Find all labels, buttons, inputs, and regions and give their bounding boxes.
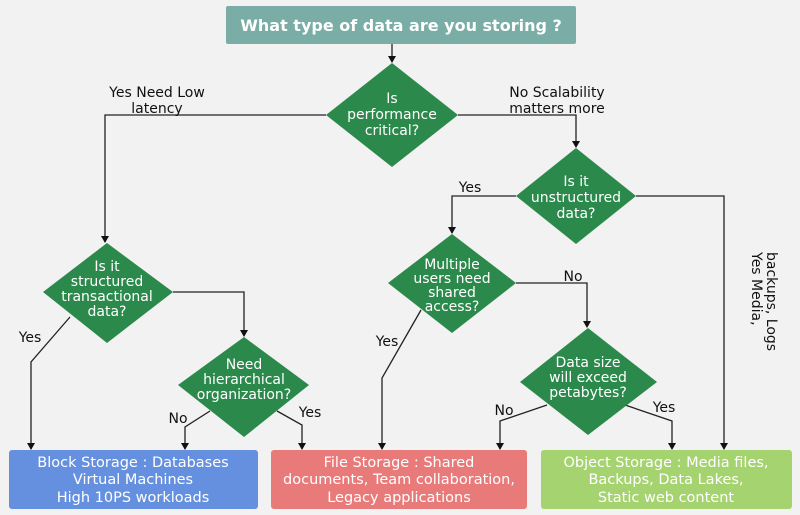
svg-text:No: No — [494, 403, 513, 419]
edge-hier-yes — [276, 410, 306, 450]
title-text: What type of data are you storing ? — [240, 16, 562, 35]
edge-shared-no — [516, 282, 591, 328]
svg-text:No: No — [168, 411, 187, 427]
svg-text:Yes: Yes — [652, 400, 676, 416]
edge-structured-yes — [27, 316, 71, 450]
svg-text:Object Storage : Media files,B: Object Storage : Media files,Backups, Da… — [563, 455, 768, 506]
edges — [27, 44, 728, 450]
svg-text:No: No — [563, 269, 582, 285]
svg-text:Yes: Yes — [298, 405, 322, 421]
svg-text:Yes: Yes — [458, 180, 482, 196]
edge-hier-no — [181, 410, 211, 450]
svg-text:Yes: Yes — [18, 330, 42, 346]
edge-perf-yes — [101, 114, 326, 243]
svg-text:Yes: Yes — [375, 334, 399, 350]
outcome-object-storage: Object Storage : Media files,Backups, Da… — [541, 450, 792, 509]
edge-peta-yes — [624, 404, 676, 450]
edge-peta-no — [496, 404, 548, 450]
edge-shared-yes — [378, 309, 422, 450]
edge-structured-no — [173, 291, 248, 337]
edge-perf-no — [458, 114, 580, 148]
svg-text:Yes Media,backups, Logs: Yes Media,backups, Logs — [748, 251, 779, 351]
title-box: What type of data are you storing ? — [226, 6, 576, 44]
edge-unstructured-object — [636, 195, 728, 450]
edge-unstructured-yes — [448, 195, 516, 234]
